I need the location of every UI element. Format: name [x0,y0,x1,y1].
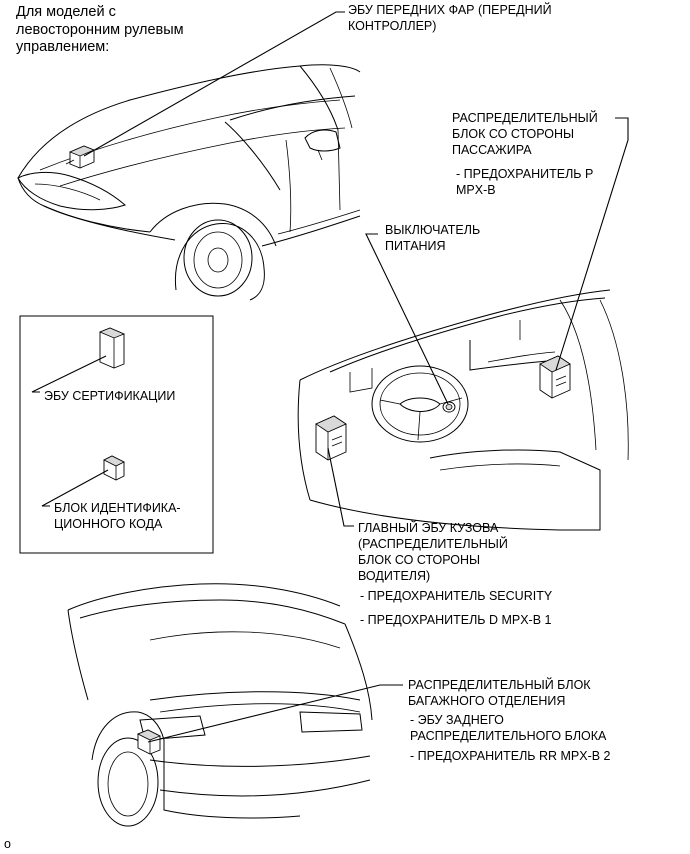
leader-cert-ecu [31,355,107,393]
label-rr-mpx-fuse: - ПРЕДОХРАНИТЕЛЬ RR MPX-B 2 [410,749,611,763]
dashboard-drawing [297,289,629,531]
passenger-junction-block-part [539,355,571,399]
front-car-drawing [17,64,361,301]
label-power-switch: ВЫКЛЮЧАТЕЛЬ ПИТАНИЯ [385,223,481,253]
label-headlight-ecu: ЭБУ ПЕРЕДНИХ ФАР (ПЕРЕДНИЙ КОНТРОЛЛЕР) [348,3,552,33]
label-rear-ecu: - ЭБУ ЗАДНЕГО РАСПРЕДЕЛИТЕЛЬНОГО БЛОКА [410,713,607,743]
leader-passenger-jb [555,117,629,371]
rear-car-drawing [67,583,373,827]
leader-lines [31,11,629,743]
label-passenger-junction-block: РАСПРЕДЕЛИТЕЛЬНЫЙ БЛОК СО СТОРОНЫ ПАССАЖ… [452,111,598,157]
label-luggage-junction-block: РАСПРЕДЕЛИТЕЛЬНЫЙ БЛОК БАГАЖНОГО ОТДЕЛЕН… [408,678,591,708]
power-switch-part [442,401,456,413]
leader-headlight-ecu [83,11,345,157]
headlight-ecu-part [65,145,96,169]
leader-main-body-ecu [327,447,354,527]
leader-power-switch [365,233,449,405]
label-security-fuse: - ПРЕДОХРАНИТЕЛЬ SECURITY [360,589,553,603]
label-id-code-box: БЛОК ИДЕНТИФИКА- ЦИОННОГО КОДА [54,501,181,531]
footer-mark: o [4,837,11,851]
id-code-box-part [103,455,125,481]
label-certification-ecu: ЭБУ СЕРТИФИКАЦИИ [44,389,176,403]
inset-box [19,315,214,554]
label-d-mpx-fuse: - ПРЕДОХРАНИТЕЛЬ D MPX-B 1 [360,613,552,627]
page-heading: Для моделей с левосторонним рулевым упра… [16,4,184,55]
label-main-body-ecu: ГЛАВНЫЙ ЭБУ КУЗОВА (РАСПРЕДЕЛИТЕЛЬНЫЙ БЛ… [358,521,508,583]
certification-ecu-part [98,327,126,369]
leader-luggage-jb [147,684,403,743]
main-body-ecu-part [315,415,347,461]
leader-id-code [41,469,109,507]
label-passenger-fuse: - ПРЕДОХРАНИТЕЛЬ P MPX-B [456,167,594,197]
